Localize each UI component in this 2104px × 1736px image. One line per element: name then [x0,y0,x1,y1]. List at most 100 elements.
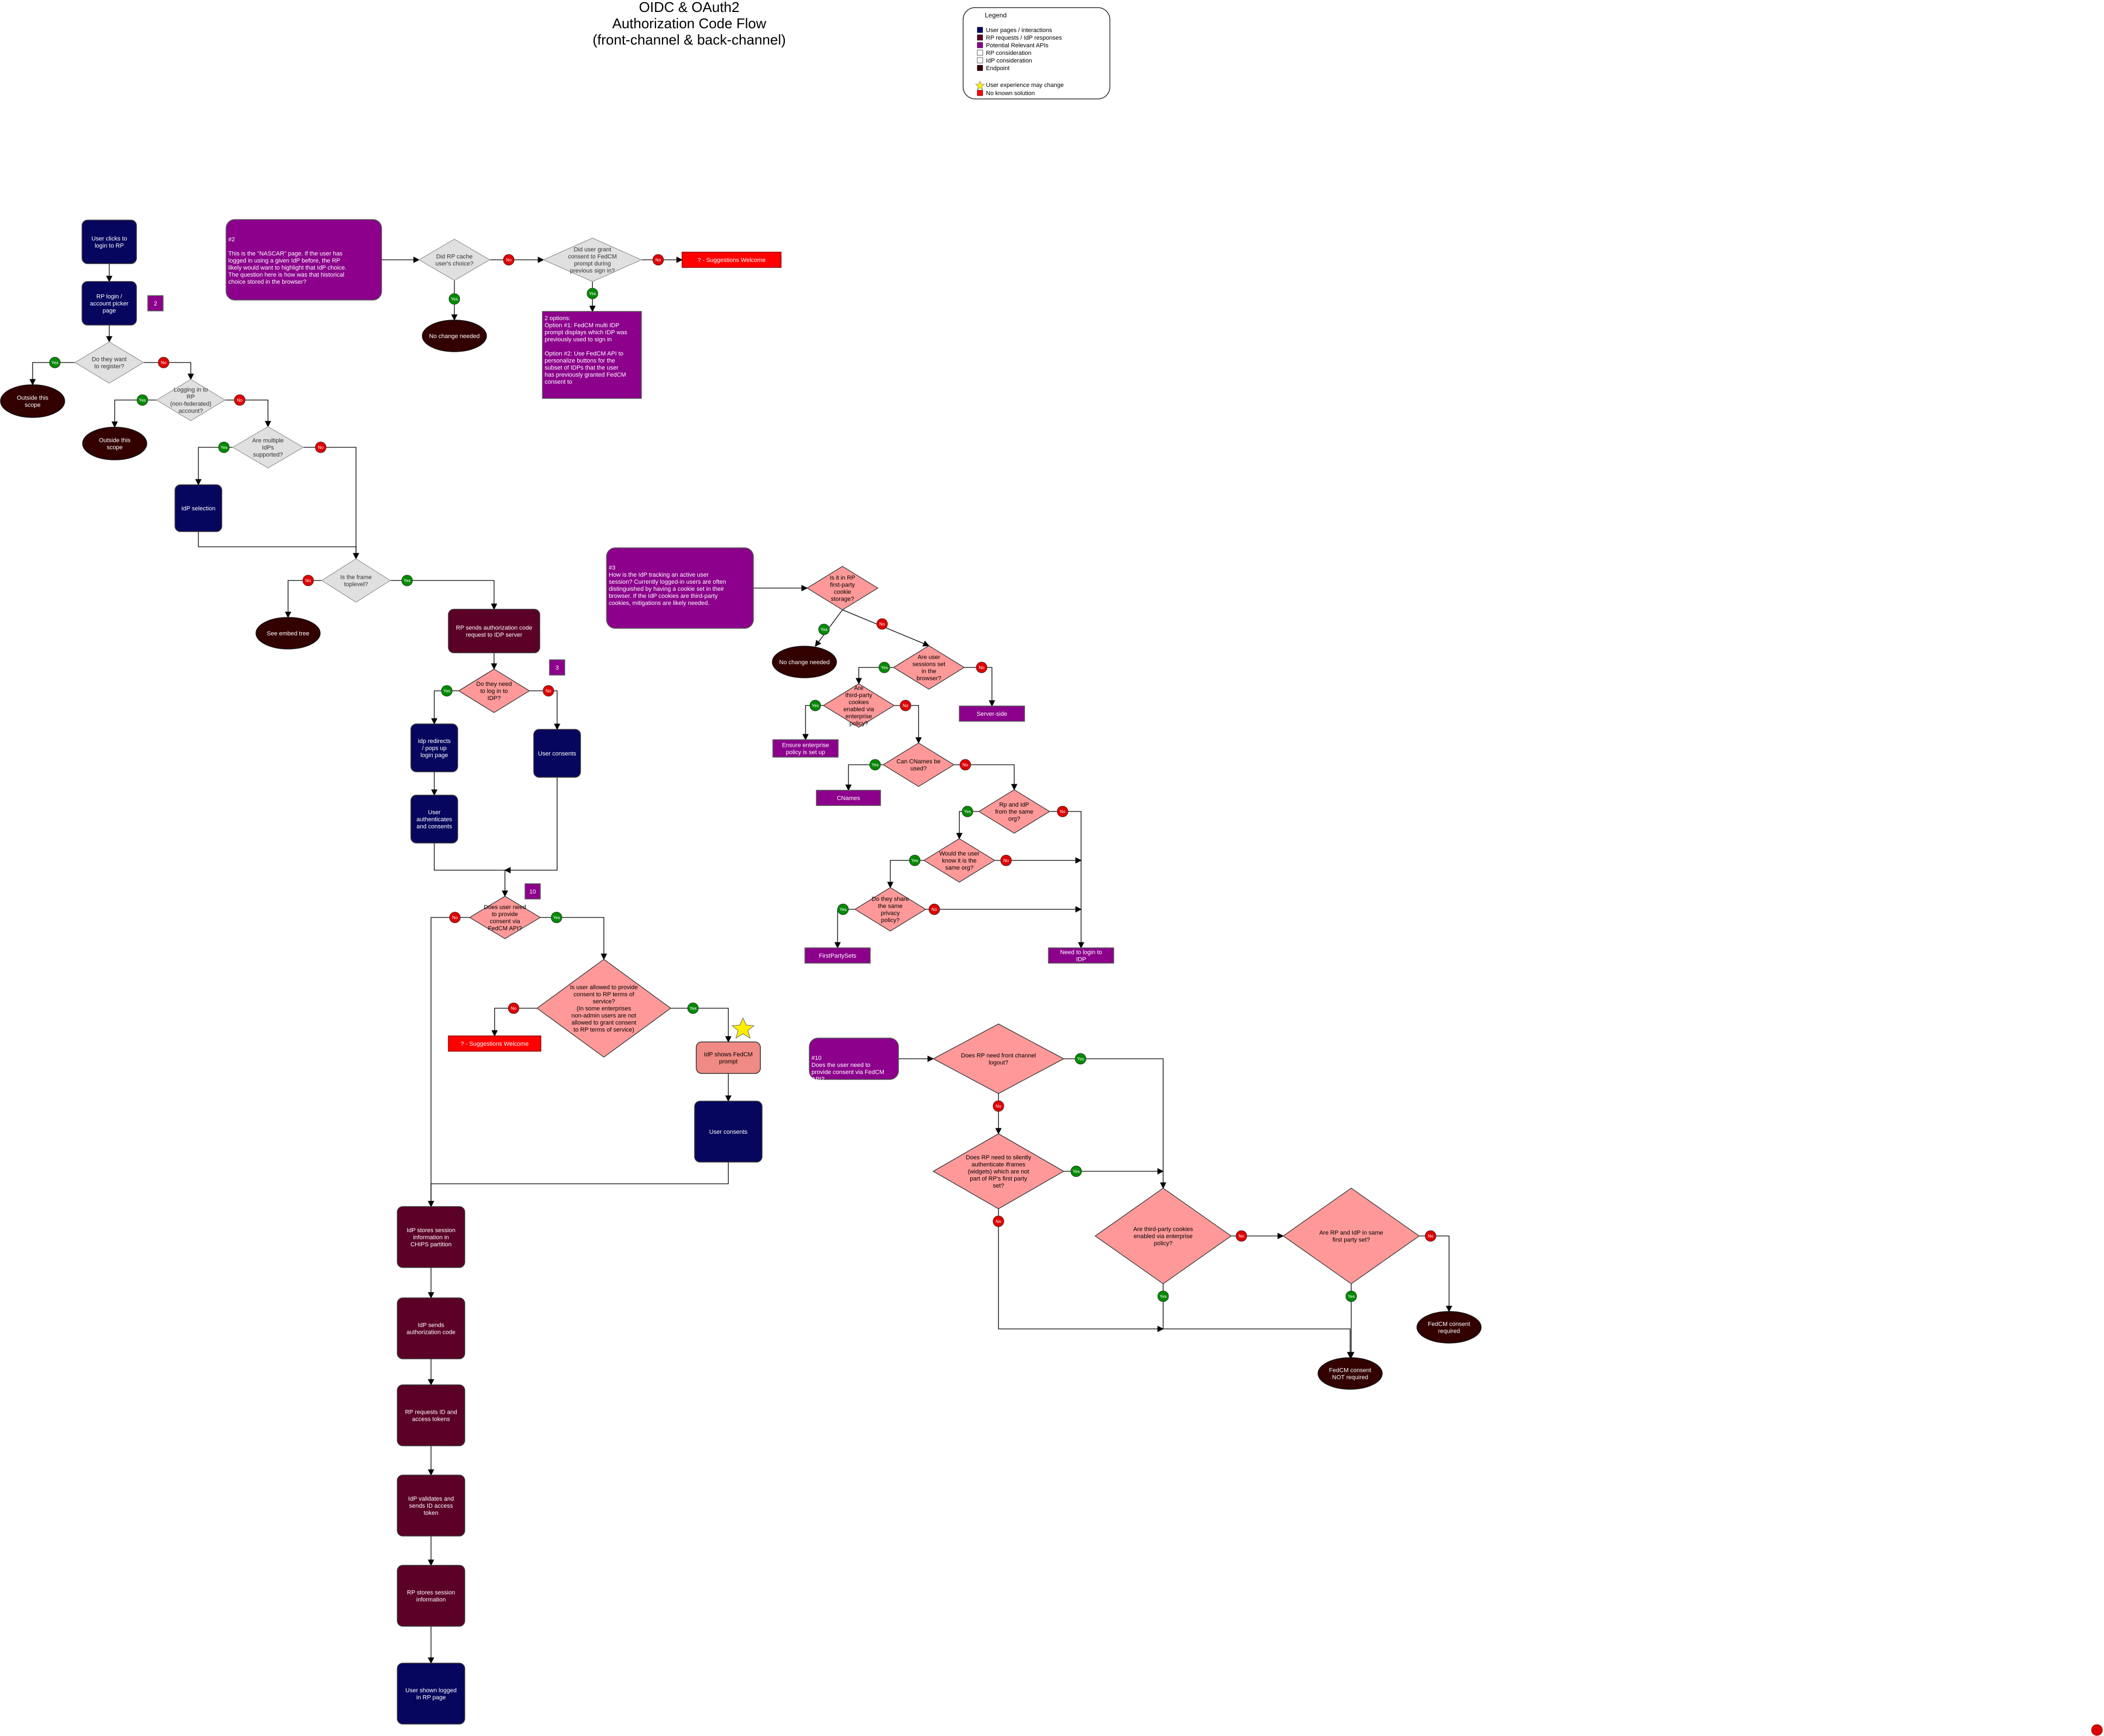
no-badge-label: No [963,763,969,767]
user-consents-2-box [694,1101,763,1163]
connector-arrow [491,1008,537,1037]
no-badge-label: No [1060,809,1066,814]
legend-swatch [977,34,983,41]
allowed-consent-q-decision [536,959,672,1058]
connector-arrow [894,705,922,744]
idp-selection-label: IdP selection [182,505,216,512]
legend-star-label: User experience may change [986,82,1064,89]
legend-item-label: Potential Relevant APIs [986,42,1048,49]
outside-scope-1-endpoint [0,384,65,418]
no-badge [158,357,170,369]
tag-10-box [525,883,541,900]
idp-selection-box [174,484,222,532]
yes-badge-label: Yes [839,907,846,912]
connector-arrow [111,399,157,428]
same-fps-q-decision [1282,1188,1420,1284]
no-badge [928,903,940,915]
tag-10-label: 10 [529,889,536,895]
server-side-box [959,705,1025,722]
no-badge-label: No [161,360,167,365]
connectors [29,257,1452,1664]
options-note-note [542,311,642,399]
connector-arrow [428,917,470,1208]
yes-badge-label: Yes [589,291,596,296]
suggestions-1-label: ? - Suggestions Welcome [697,257,765,264]
yes-badge-label: Yes [1347,1294,1354,1299]
no-badge-label: No [452,915,458,920]
yes-badge-label: Yes [451,297,458,302]
yes-badge [136,394,148,406]
see-embed-tree-label: See embed tree [267,630,309,637]
user-auth-consents-box [410,795,458,844]
connector-arrow [954,764,1017,791]
server-side-label: Server-side [977,711,1007,717]
connector-arrow [434,843,508,897]
no-badge-label: No [318,445,324,450]
legend-item-label: User pages / interactions [986,27,1052,34]
connector-arrow [428,1162,729,1208]
no-badge-label: No [546,689,552,694]
diagram-title-line-2: Authorization Code Flow [612,15,766,32]
user-clicks-box [82,220,137,264]
yes-badge-label: Yes [689,1006,696,1011]
yes-badge-label: Yes [220,445,227,450]
no-badge [900,700,911,711]
corner-no-badge [2091,1724,2103,1736]
multi-idp-q-decision [232,426,304,469]
connector-arrow [998,1209,1164,1332]
rp-sends-auth-box [448,609,540,653]
yes-badge-label: Yes [1072,1169,1079,1174]
rp-stores-session-box [397,1565,465,1627]
no-badge-label: No [1428,1234,1434,1239]
no-badge [1425,1230,1437,1242]
legend-no-solution-swatch [977,90,983,96]
yes-badge [218,441,230,453]
yes-badge-label: Yes [964,809,971,814]
outside-scope-2-endpoint [82,427,147,460]
no-badge-label: No [996,1219,1002,1224]
legend-swatch [977,65,983,71]
no-badge [503,254,515,266]
register-q-decision [74,341,145,384]
connector-arrow [504,777,558,873]
no-badge [1235,1230,1247,1242]
no-badge-label: No [511,1006,517,1011]
yes-badge-label: Yes [871,763,878,767]
no-badge [876,618,888,630]
ux-change-star-icon [731,1017,755,1039]
connector-arrow [1064,1058,1166,1189]
connector-arrow [887,860,924,889]
no-badge [959,759,971,771]
frame-toplevel-q-decision [321,558,391,603]
user-logged-in-box [397,1663,465,1725]
yes-badge [551,911,563,923]
same-org-q-decision [978,789,1051,834]
tp-cookies-policy-q-decision [1094,1188,1232,1284]
yes-badge-label: Yes [553,915,560,920]
no-badge [1057,805,1069,817]
front-logout-q-decision [932,1023,1065,1094]
